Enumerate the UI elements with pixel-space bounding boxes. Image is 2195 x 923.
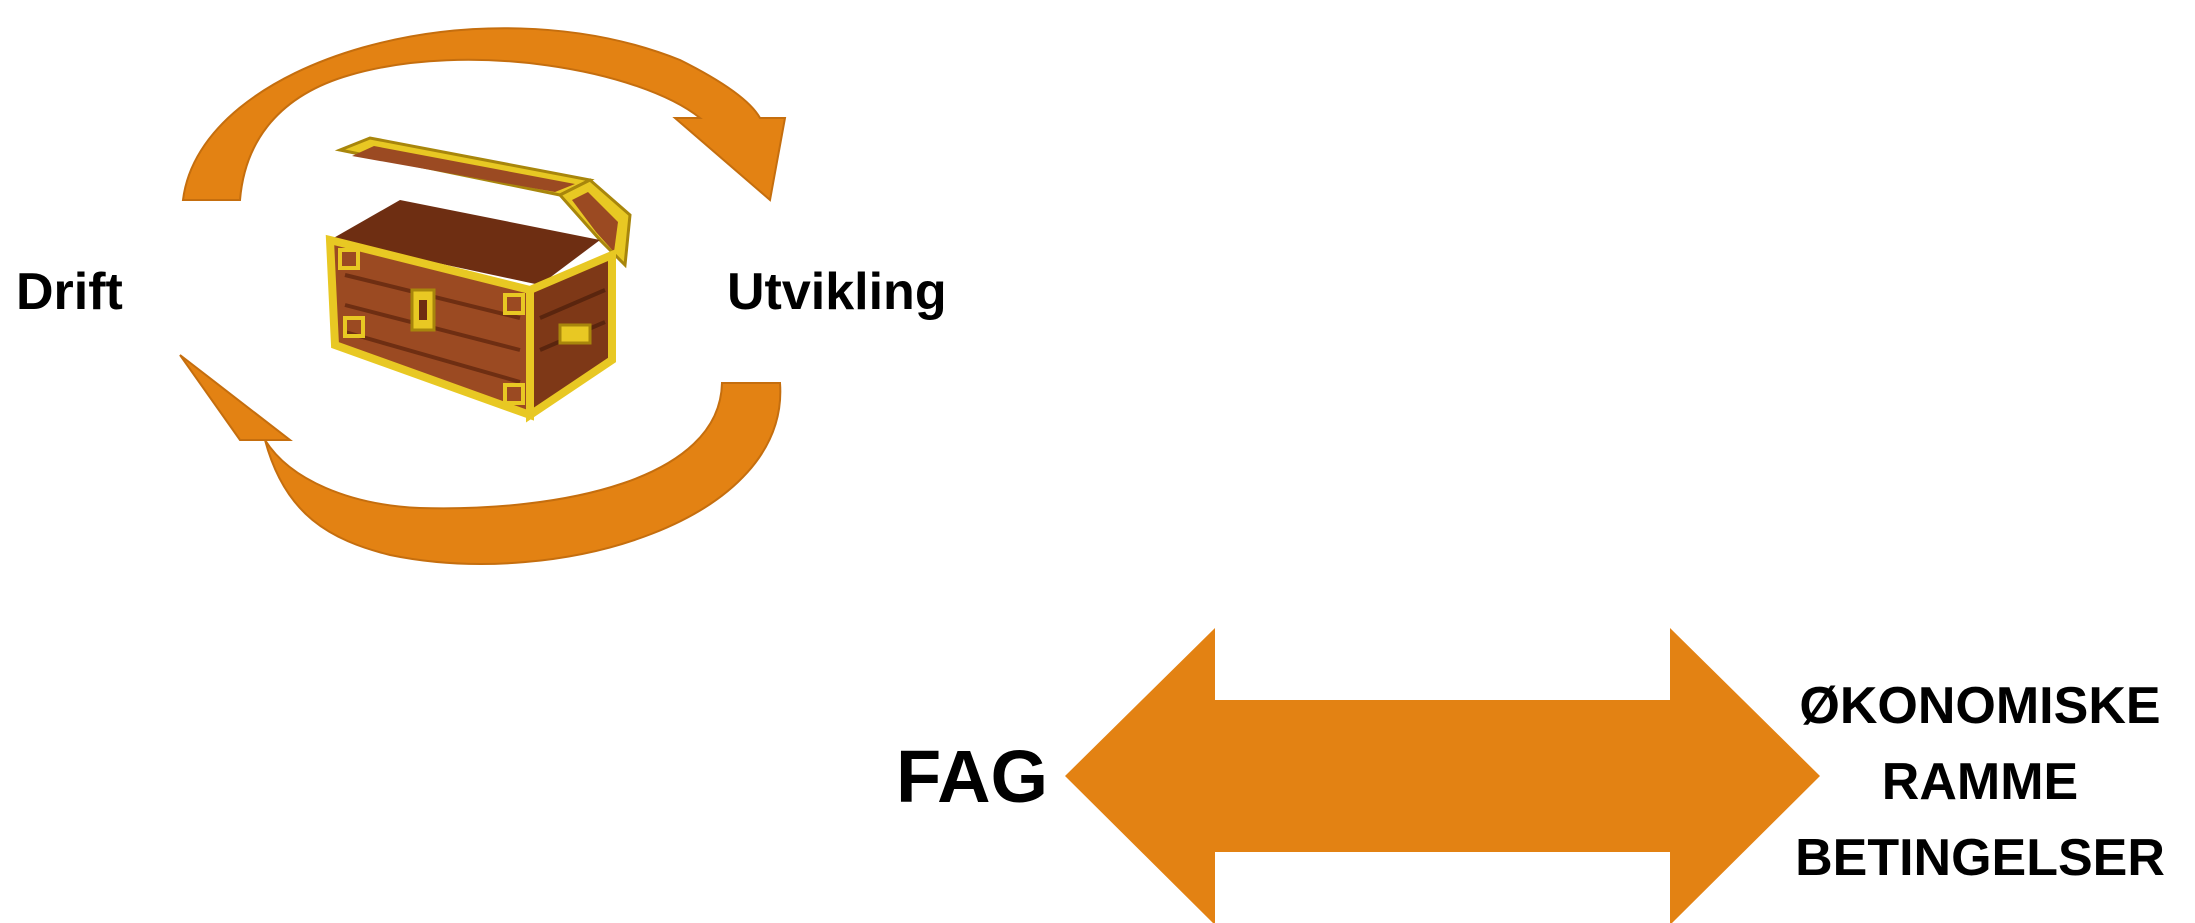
cycle-right-label: Utvikling xyxy=(727,263,947,321)
balance-right-label-line-1: ØKONOMISKE xyxy=(1799,677,2161,735)
cycle-arrow-top xyxy=(181,27,787,202)
balance-right-label-line-3: BETINGELSER xyxy=(1795,829,2165,887)
cycle-left-label: Drift xyxy=(16,263,123,321)
balance-arrow xyxy=(1065,628,1820,923)
balance-right-label-line-2: RAMME xyxy=(1881,753,2079,811)
cycle-arrow-bottom xyxy=(179,354,782,565)
balance-left-label: FAG xyxy=(896,735,1049,818)
balance-right-label: ØKONOMISKE RAMME BETINGELSER xyxy=(1780,668,2180,896)
